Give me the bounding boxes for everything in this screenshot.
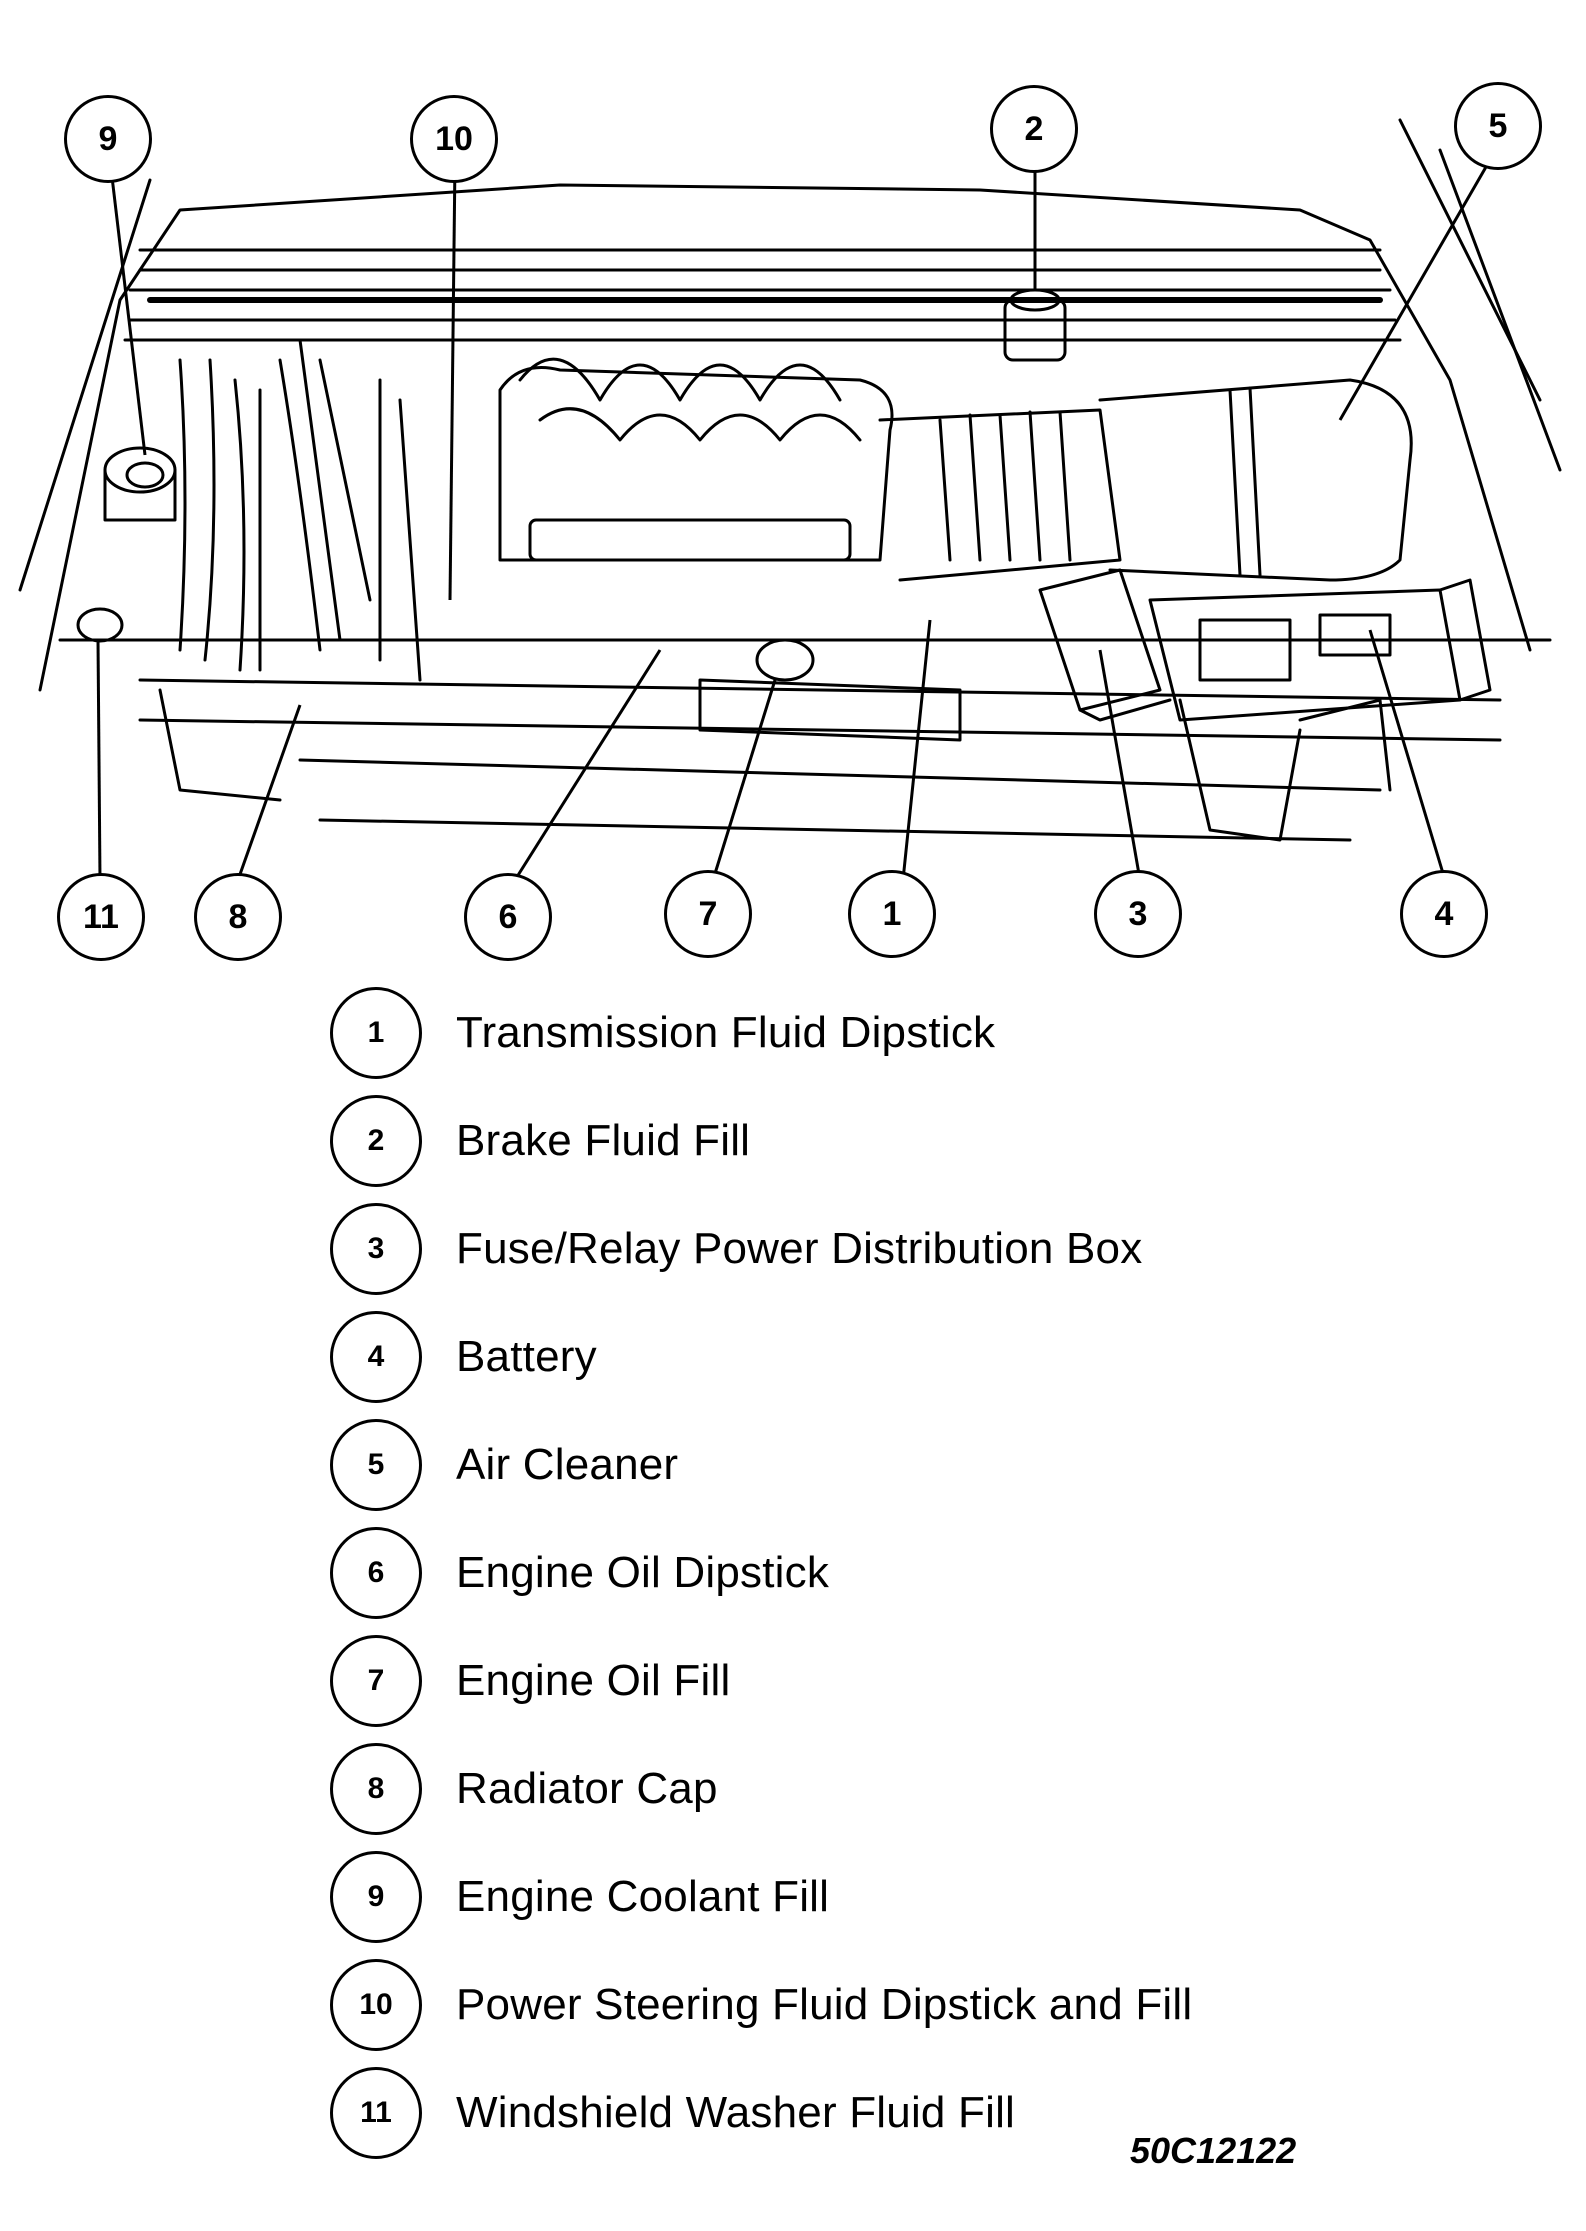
legend-number: 6 — [330, 1527, 422, 1619]
legend-number: 5 — [330, 1419, 422, 1511]
legend-number: 11 — [330, 2067, 422, 2159]
legend-label: Engine Oil Dipstick — [456, 1548, 830, 1597]
legend-number: 9 — [330, 1851, 422, 1943]
legend-item: 6 Engine Oil Dipstick — [330, 1525, 829, 1621]
callout-4: 4 — [1400, 870, 1488, 958]
legend-number: 8 — [330, 1743, 422, 1835]
figure-code: 50C12122 — [1130, 2130, 1297, 2171]
legend-label: Brake Fluid Fill — [456, 1116, 751, 1165]
legend-label: Engine Oil Fill — [456, 1656, 731, 1705]
legend-number: 3 — [330, 1203, 422, 1295]
legend-item: 10 Power Steering Fluid Dipstick and Fil… — [330, 1957, 1192, 2053]
callout-10: 10 — [410, 95, 498, 183]
callout-7: 7 — [664, 870, 752, 958]
callout-11: 11 — [57, 873, 145, 961]
legend-item: 2 Brake Fluid Fill — [330, 1093, 750, 1189]
legend-item: 5 Air Cleaner — [330, 1417, 678, 1513]
legend-label: Fuse/Relay Power Distribution Box — [456, 1224, 1143, 1273]
legend-label: Engine Coolant Fill — [456, 1872, 830, 1921]
legend-number: 1 — [330, 987, 422, 1079]
legend-label: Windshield Washer Fluid Fill — [456, 2088, 1016, 2137]
callout-2: 2 — [990, 85, 1078, 173]
legend-number: 2 — [330, 1095, 422, 1187]
callout-8: 8 — [194, 873, 282, 961]
legend-item: 1 Transmission Fluid Dipstick — [330, 985, 995, 1081]
legend-item: 7 Engine Oil Fill — [330, 1633, 730, 1729]
legend-label: Battery — [456, 1332, 597, 1381]
callout-6: 6 — [464, 873, 552, 961]
legend-number: 4 — [330, 1311, 422, 1403]
callout-5: 5 — [1454, 82, 1542, 170]
legend-item: 4 Battery — [330, 1309, 597, 1405]
legend-label: Radiator Cap — [456, 1764, 718, 1813]
callout-1: 1 — [848, 870, 936, 958]
legend-item: 9 Engine Coolant Fill — [330, 1849, 829, 1945]
legend-number: 7 — [330, 1635, 422, 1727]
callout-3: 3 — [1094, 870, 1182, 958]
callout-9: 9 — [64, 95, 152, 183]
legend-number: 10 — [330, 1959, 422, 2051]
legend-label: Power Steering Fluid Dipstick and Fill — [456, 1980, 1193, 2029]
legend-item: 8 Radiator Cap — [330, 1741, 718, 1837]
engine-compartment-illustration — [18, 118, 1562, 881]
legend-item: 3 Fuse/Relay Power Distribution Box — [330, 1201, 1142, 1297]
legend-label: Air Cleaner — [456, 1440, 679, 1489]
legend-item: 11 Windshield Washer Fluid Fill — [330, 2065, 1015, 2161]
legend-label: Transmission Fluid Dipstick — [456, 1008, 996, 1057]
